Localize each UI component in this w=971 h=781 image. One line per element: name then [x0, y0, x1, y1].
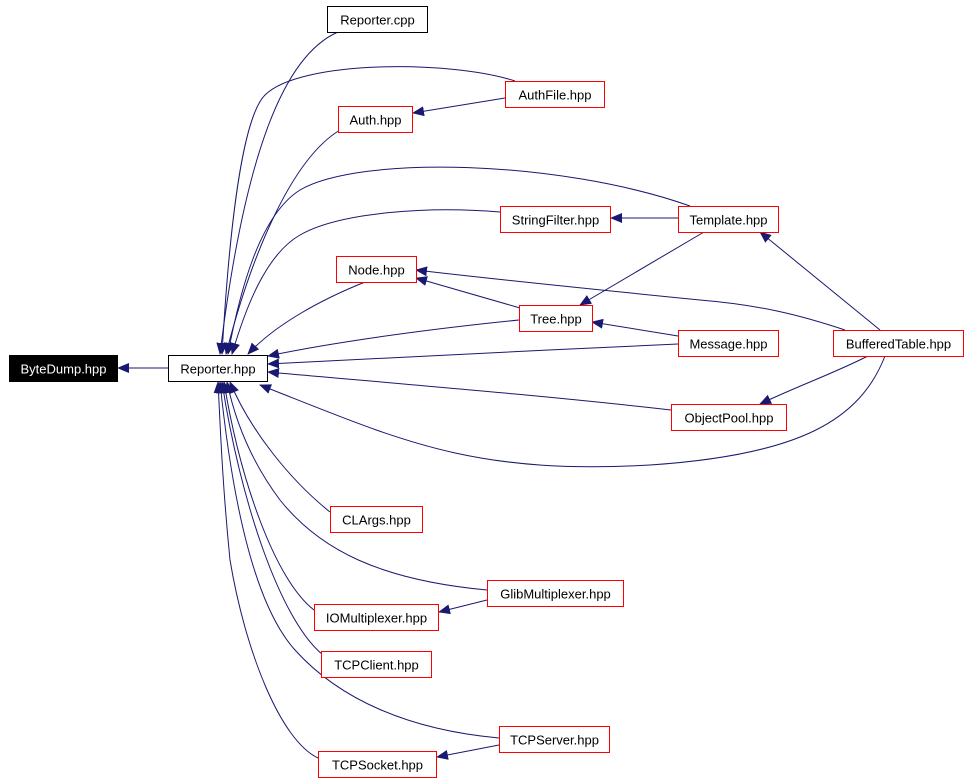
edge-glibmultiplexer-to-reporter — [224, 381, 488, 591]
node-label: Tree.hpp — [530, 312, 582, 327]
node-label: Reporter.cpp — [340, 13, 414, 28]
edge-bufferedtable-to-template — [759, 231, 881, 331]
edge-bufferedtable-to-reporter — [259, 355, 886, 468]
node-auth[interactable]: Auth.hpp — [338, 106, 413, 133]
edge-tree-to-node — [415, 276, 521, 309]
edge-reportercpp-to-reporter — [216, 31, 339, 355]
node-label: TCPSocket.hpp — [332, 758, 423, 773]
node-iomultiplexer[interactable]: IOMultiplexer.hpp — [314, 604, 439, 631]
edge-iomultiplexer-to-reporter — [220, 381, 315, 611]
edge-template-to-reporter — [225, 166, 691, 355]
node-label: GlibMultiplexer.hpp — [500, 587, 611, 602]
edge-glibmultiplexer-to-iomultiplexer — [438, 599, 488, 615]
node-box — [678, 330, 779, 357]
edge-bufferedtable-to-objectpool — [759, 355, 869, 405]
node-tcpsocket[interactable]: TCPSocket.hpp — [318, 751, 437, 778]
edge-tcpsocket-to-reporter — [213, 381, 319, 759]
node-label: StringFilter.hpp — [512, 213, 599, 228]
edge-stringfilter-to-reporter — [230, 209, 501, 355]
edge-tcpserver-to-reporter — [216, 381, 500, 739]
node-box — [327, 6, 428, 33]
node-clargs[interactable]: CLArgs.hpp — [330, 506, 423, 533]
node-box — [519, 305, 593, 332]
edge-template-to-tree — [579, 231, 705, 306]
edge-message-to-tree — [591, 318, 679, 337]
node-reporter[interactable]: Reporter.hpp — [168, 355, 268, 382]
node-bytedump: ByteDump.hpp — [9, 355, 118, 382]
node-box — [671, 404, 787, 431]
node-bufferedtable[interactable]: BufferedTable.hpp — [833, 330, 964, 357]
node-reportercpp[interactable]: Reporter.cpp — [327, 6, 428, 33]
node-label: Reporter.hpp — [180, 362, 255, 377]
node-label: ObjectPool.hpp — [685, 411, 774, 426]
node-authfile[interactable]: AuthFile.hpp — [505, 81, 605, 108]
node-box — [168, 355, 268, 382]
node-box — [318, 751, 437, 778]
node-glibmultiplexer[interactable]: GlibMultiplexer.hpp — [487, 580, 624, 607]
node-box — [499, 726, 610, 753]
node-label: ByteDump.hpp — [21, 362, 107, 377]
node-box — [487, 580, 624, 607]
edge-clargs-to-reporter — [229, 381, 331, 513]
node-box — [9, 355, 118, 382]
node-box — [500, 206, 611, 233]
edge-bufferedtable-to-node — [415, 266, 846, 331]
node-box — [505, 81, 605, 108]
node-box — [330, 506, 423, 533]
node-label: TCPClient.hpp — [334, 658, 419, 673]
node-label: TCPServer.hpp — [510, 733, 599, 748]
node-template[interactable]: Template.hpp — [678, 206, 779, 233]
node-tcpserver[interactable]: TCPServer.hpp — [499, 726, 610, 753]
edge-objectpool-to-reporter — [267, 368, 672, 411]
edge-tcpserver-to-tcpsocket — [436, 744, 500, 760]
node-label: Template.hpp — [689, 213, 767, 228]
node-label: IOMultiplexer.hpp — [326, 611, 427, 626]
node-tree[interactable]: Tree.hpp — [519, 305, 593, 332]
node-box — [321, 651, 432, 678]
edge-message-to-reporter — [267, 343, 679, 369]
node-label: Auth.hpp — [349, 113, 401, 128]
node-label: AuthFile.hpp — [519, 88, 592, 103]
node-label: CLArgs.hpp — [342, 513, 411, 528]
edge-authfile-to-auth — [412, 97, 506, 117]
node-tcpclient[interactable]: TCPClient.hpp — [321, 651, 432, 678]
node-box — [314, 604, 439, 631]
node-message[interactable]: Message.hpp — [678, 330, 779, 357]
node-box — [336, 256, 417, 283]
node-box — [833, 330, 964, 357]
edge-tcpclient-to-reporter — [218, 381, 324, 656]
node-node[interactable]: Node.hpp — [336, 256, 417, 283]
node-objectpool[interactable]: ObjectPool.hpp — [671, 404, 787, 431]
node-label: Message.hpp — [689, 337, 767, 352]
node-box — [338, 106, 413, 133]
node-stringfilter[interactable]: StringFilter.hpp — [500, 206, 611, 233]
node-label: Node.hpp — [348, 263, 404, 278]
node-box — [678, 206, 779, 233]
edge-node-to-reporter — [247, 281, 366, 355]
edge-tree-to-reporter — [267, 319, 520, 359]
node-label: BufferedTable.hpp — [846, 337, 951, 352]
edge-authfile-to-reporter — [217, 66, 516, 355]
edges-layer — [117, 31, 886, 760]
nodes-layer: ByteDump.hpp Reporter.hpp Reporter.cppAuth… — [9, 6, 964, 778]
